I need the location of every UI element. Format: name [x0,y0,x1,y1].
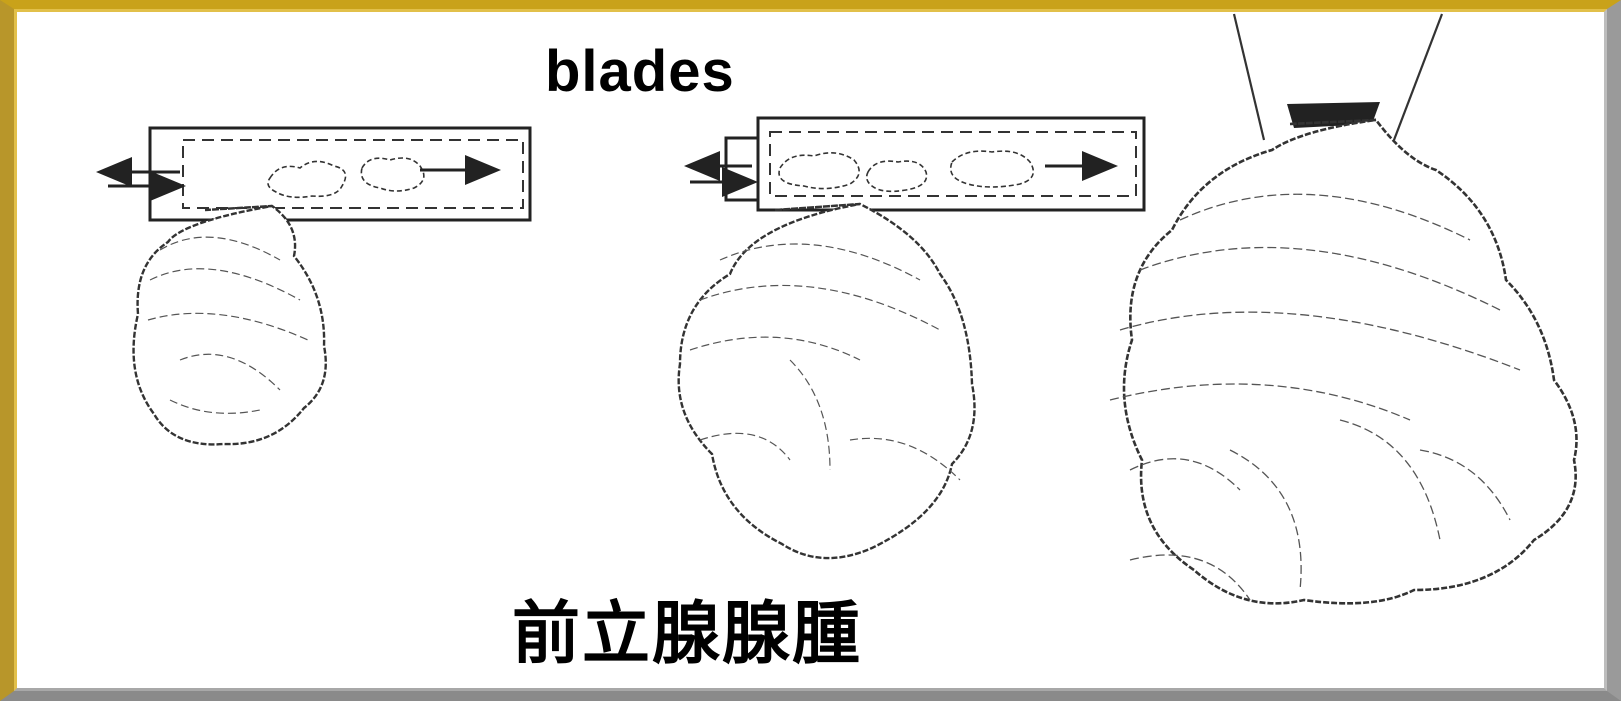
blade-arrows-1 [102,172,180,186]
suspension-string-right-icon [1394,14,1442,140]
adenoma-lobe-2-icon [679,204,975,558]
blade-arrows-2 [690,166,752,182]
stage-2-group [679,118,1144,558]
adenoma-lobe-3-icon [1124,120,1577,603]
suspension-string-left-icon [1234,14,1264,140]
blades-label: blades [545,38,735,105]
resectoscope-sheath-1 [150,128,530,220]
adenoma-lobe-1-icon [134,206,326,444]
resectoscope-sheath-2 [726,118,1144,210]
prostate-adenoma-title: 前立腺腺腫 [512,578,862,677]
stage-3-group [1110,14,1577,603]
stage-1-group [102,128,530,444]
